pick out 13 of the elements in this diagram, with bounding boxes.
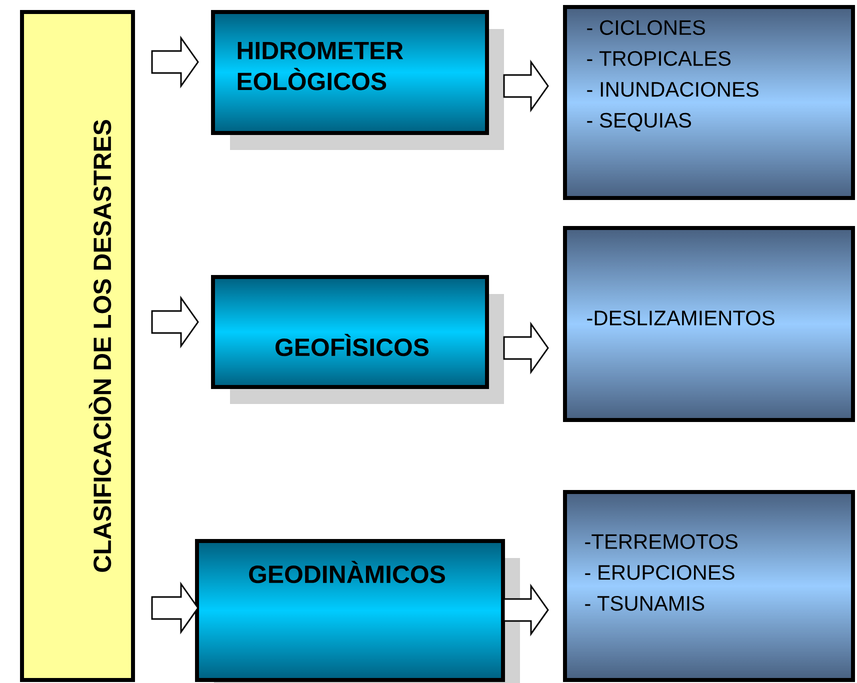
category-box: GEODINÀMICOS xyxy=(195,539,520,683)
category-box: HIDROMETER EOLÒGICOS xyxy=(211,10,504,150)
examples-box: -DESLIZAMIENTOS xyxy=(563,226,855,422)
examples-box: - CICLONES - TROPICALES - INUNDACIONES - SEQUIAS xyxy=(563,5,855,200)
category-box: GEOFÌSICOS xyxy=(211,275,504,404)
block-arrow xyxy=(503,60,549,112)
block-arrow xyxy=(151,296,199,348)
block-arrow xyxy=(503,322,549,374)
block-arrow xyxy=(151,582,199,634)
block-arrow xyxy=(151,36,199,88)
category-bar: CLASIFICACIÒN DE LOS DESASTRES xyxy=(20,10,135,682)
examples-box: -TERREMOTOS - ERUPCIONES - TSUNAMIS xyxy=(563,490,855,682)
block-arrow xyxy=(503,584,549,636)
